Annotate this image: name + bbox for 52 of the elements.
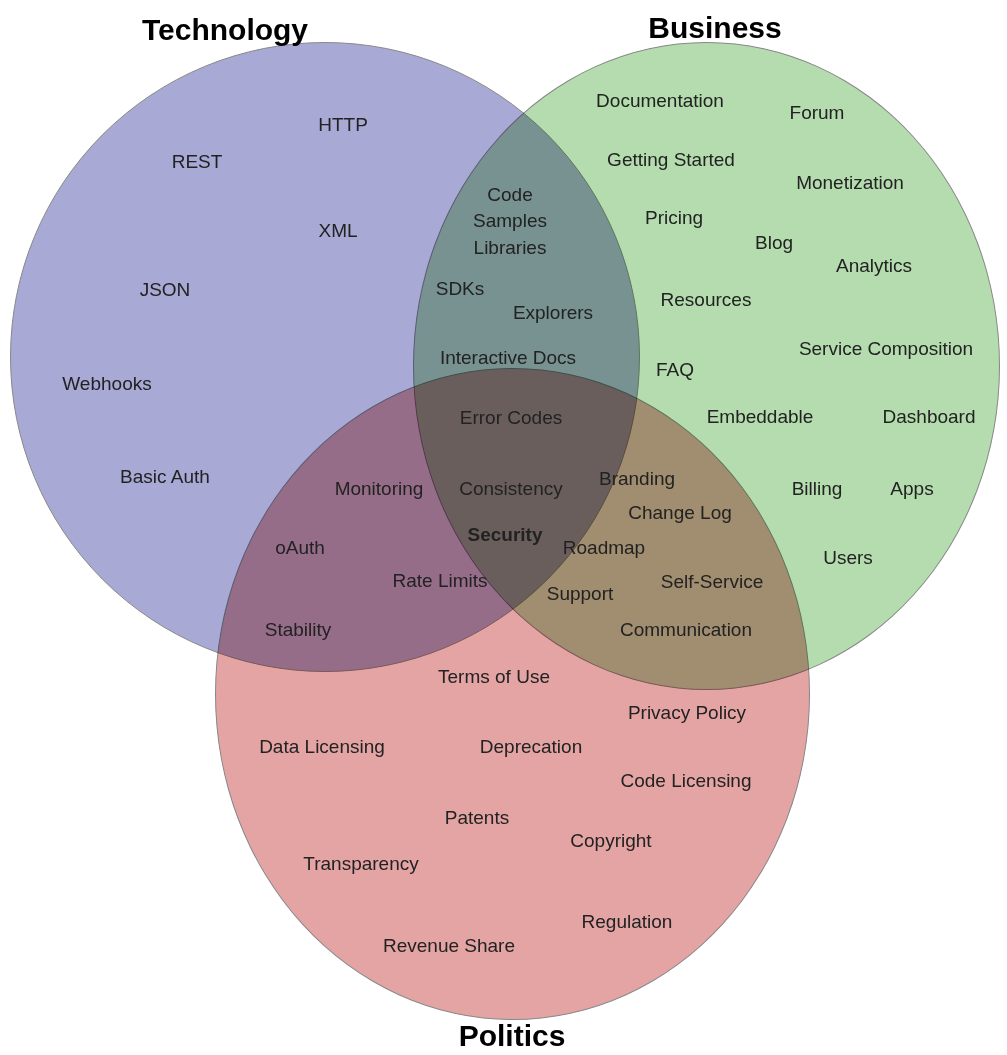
- venn-item: Revenue Share: [383, 934, 515, 958]
- venn-item: Transparency: [303, 852, 419, 876]
- venn-item: Data Licensing: [259, 735, 385, 759]
- venn-item: FAQ: [656, 358, 694, 382]
- venn-item: Interactive Docs: [439, 346, 577, 370]
- venn-item: Change Log: [628, 501, 732, 525]
- venn-item: Copyright: [570, 829, 652, 853]
- venn-item: Terms of Use: [438, 665, 550, 689]
- venn-item: Consistency: [459, 477, 563, 501]
- venn-item: Support: [546, 582, 614, 606]
- venn-item: Forum: [789, 101, 845, 125]
- venn-item: Self-Service: [660, 570, 764, 594]
- venn-item: Rate Limits: [392, 569, 488, 593]
- venn-item: Pricing: [644, 206, 704, 230]
- venn-item: Apps: [890, 477, 934, 501]
- venn-item: REST: [171, 150, 223, 174]
- venn-item: Security: [467, 523, 543, 547]
- venn-item: Users: [823, 546, 873, 570]
- circle-heading: Technology: [141, 15, 309, 45]
- venn-item: Communication: [620, 618, 752, 642]
- venn-item: XML: [318, 219, 358, 243]
- venn-item: Monitoring: [334, 477, 424, 501]
- venn-item: HTTP: [318, 113, 368, 137]
- venn-item: Billing: [791, 477, 843, 501]
- venn-item: Explorers: [512, 301, 594, 325]
- venn-item: Patents: [444, 806, 510, 830]
- venn-item: Blog: [755, 231, 793, 255]
- venn-item: Privacy Policy: [627, 701, 747, 725]
- venn-item: Roadmap: [562, 536, 646, 560]
- venn-item: Analytics: [836, 254, 912, 278]
- venn-item: Deprecation: [479, 735, 583, 759]
- venn-item: SDKs: [435, 277, 485, 301]
- venn-item: JSON: [139, 278, 191, 302]
- venn-item: Libraries: [473, 236, 547, 260]
- venn-item: Error Codes: [459, 406, 563, 430]
- venn-item: Basic Auth: [120, 465, 210, 489]
- venn-item: Getting Started: [607, 148, 735, 172]
- circle-heading: Politics: [458, 1021, 566, 1051]
- venn-item: oAuth: [275, 536, 325, 560]
- venn-item: Resources: [660, 288, 752, 312]
- venn-item: Code Samples: [472, 183, 548, 233]
- venn-item: Regulation: [581, 910, 673, 934]
- venn-item: Monetization: [796, 171, 904, 195]
- venn-item: Service Composition: [798, 337, 974, 361]
- venn-item: Dashboard: [882, 405, 976, 429]
- circle-heading: Business: [648, 13, 782, 43]
- venn-item: Documentation: [596, 89, 724, 113]
- venn-item: Embeddable: [706, 405, 814, 429]
- venn-item: Branding: [598, 467, 676, 491]
- venn-item: Code Licensing: [620, 769, 752, 793]
- venn-item: Webhooks: [62, 372, 152, 396]
- venn-item: Stability: [264, 618, 332, 642]
